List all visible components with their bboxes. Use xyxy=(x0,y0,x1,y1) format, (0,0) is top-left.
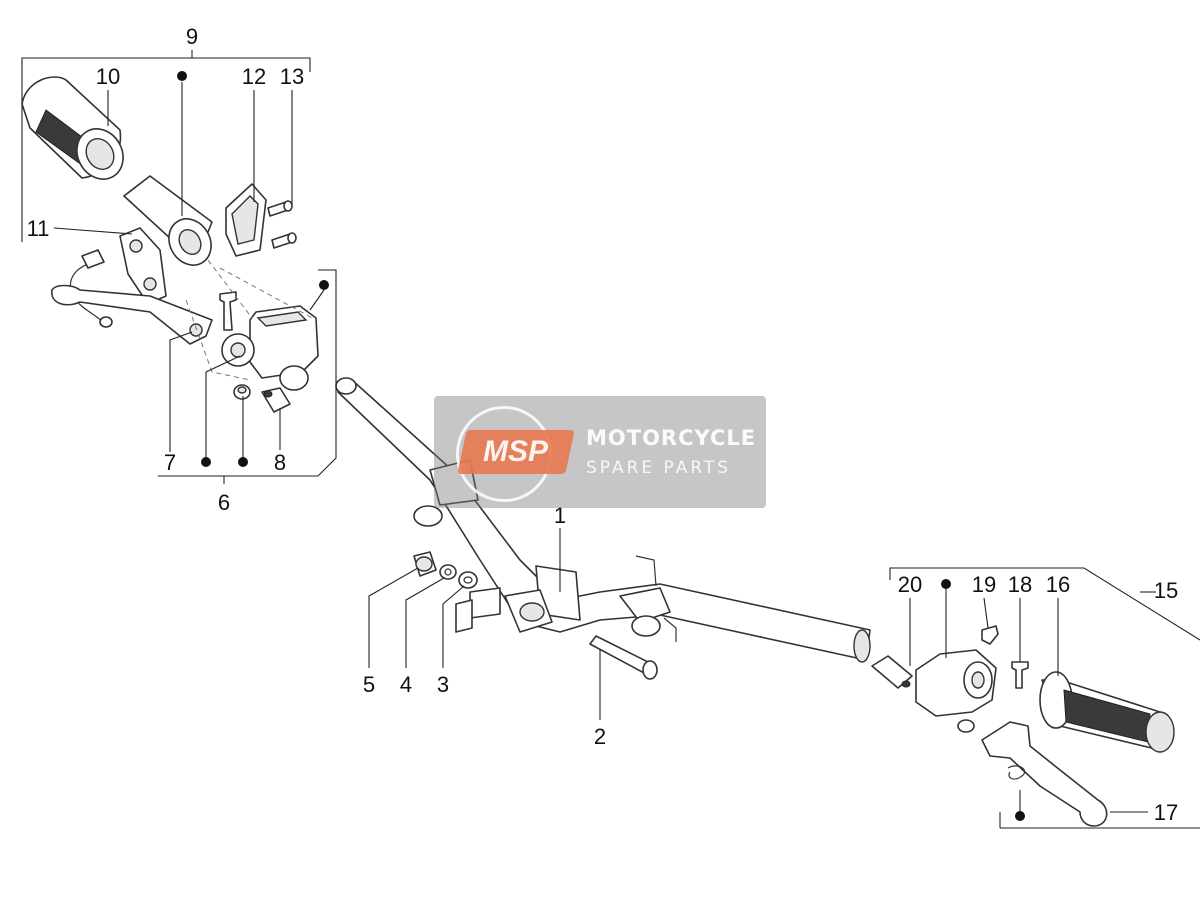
throttle-sleeve xyxy=(123,175,213,266)
callout-2: 2 xyxy=(594,724,606,749)
grip-right xyxy=(1039,671,1175,753)
callout-10: 10 xyxy=(96,64,120,89)
watermark-logo: MSP xyxy=(457,430,575,474)
callout-3: 3 xyxy=(437,672,449,697)
callout-11: 11 xyxy=(27,216,50,241)
screw-2 xyxy=(271,232,297,249)
assembly-bracket-6 xyxy=(158,269,337,484)
callout-19: 19 xyxy=(972,572,996,597)
rubber-washer xyxy=(233,384,251,400)
callout-17: 17 xyxy=(1154,800,1178,825)
assembly-bracket-9 xyxy=(21,50,311,242)
callout-12: 12 xyxy=(242,64,266,89)
master-cylinder xyxy=(221,305,319,391)
watermark-title: MOTORCYCLE xyxy=(586,426,757,450)
callout-20: 20 xyxy=(898,572,922,597)
leader-lines xyxy=(53,82,1148,813)
stop-switch-right xyxy=(871,655,913,689)
washer-2 xyxy=(458,571,478,589)
callout-8: 8 xyxy=(274,450,286,475)
callout-6: 6 xyxy=(218,490,230,515)
lever-holder xyxy=(915,649,997,717)
bolt xyxy=(589,635,658,680)
throttle-housing xyxy=(225,183,267,257)
callout-4: 4 xyxy=(400,672,412,697)
spring-clip xyxy=(1007,765,1026,780)
callout-5: 5 xyxy=(363,672,375,697)
bullet-markers xyxy=(177,71,1025,821)
callout-9: 9 xyxy=(186,24,198,49)
screw-right xyxy=(981,625,999,645)
brake-lever-right xyxy=(981,721,1108,827)
clamp xyxy=(119,227,167,305)
washer xyxy=(439,564,457,580)
callout-13: 13 xyxy=(280,64,304,89)
stop-light-switch xyxy=(261,387,291,413)
callout-16: 16 xyxy=(1046,572,1070,597)
rubber-washer-right xyxy=(957,719,975,733)
assembly-bracket-15 xyxy=(889,567,1200,829)
brake-switch-cable xyxy=(69,249,113,328)
pivot-pin xyxy=(219,291,237,331)
pin-right xyxy=(1011,661,1029,689)
watermark: MSP MOTORCYCLE SPARE PARTS xyxy=(434,396,766,508)
grip xyxy=(21,76,124,180)
screw xyxy=(267,200,293,217)
callout-7: 7 xyxy=(164,450,176,475)
callout-1: 1 xyxy=(554,503,566,528)
watermark-logo-text: MSP xyxy=(483,435,549,468)
nut xyxy=(413,551,437,577)
callout-15: 15 xyxy=(1154,578,1178,603)
handlebar-tube xyxy=(335,377,871,663)
watermark-subtitle: SPARE PARTS xyxy=(586,458,732,478)
callout-18: 18 xyxy=(1008,572,1032,597)
brake-lever xyxy=(51,284,213,345)
